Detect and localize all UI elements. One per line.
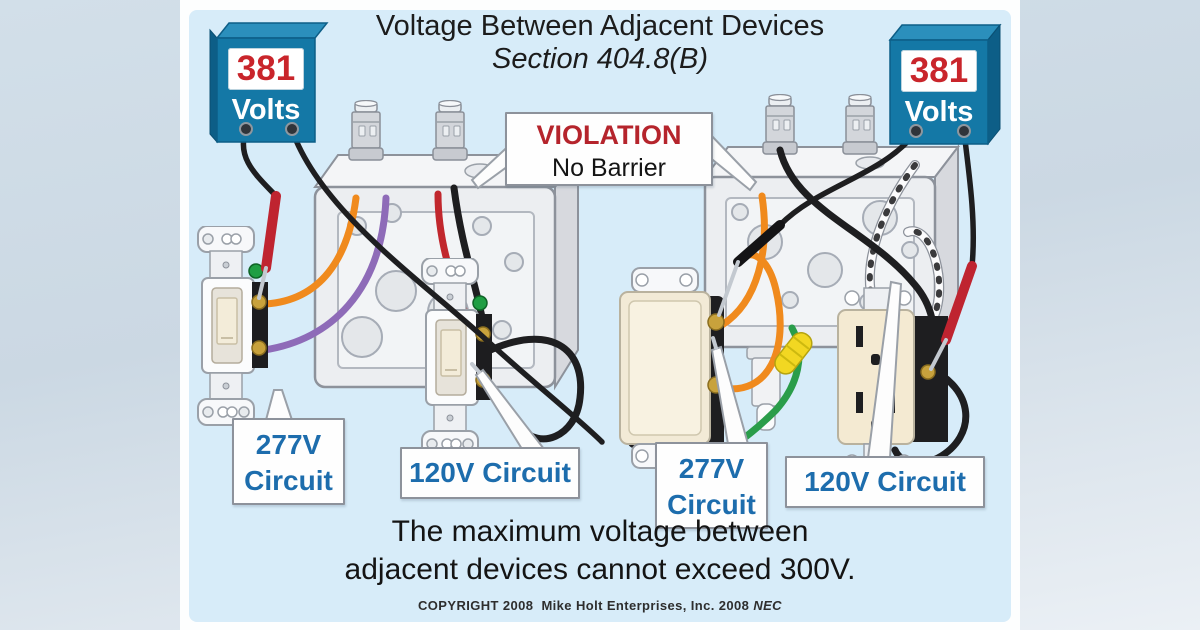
black-probe-sleeve-right xyxy=(733,220,785,267)
note-line-2: adjacent devices cannot exceed 300V. xyxy=(344,553,856,586)
probe-tip xyxy=(929,338,948,371)
conduit-connector xyxy=(843,95,877,155)
toggle-switch-277v-left xyxy=(197,226,269,426)
callout-right-277v-circuit: 277V Circuit xyxy=(655,442,768,529)
test-leads xyxy=(240,127,977,445)
red-probe-sleeve-right xyxy=(941,261,977,345)
nec-reference: NEC xyxy=(753,598,782,613)
callout-left-277v-circuit: 277V Circuit xyxy=(232,418,345,505)
left-277-tail xyxy=(264,389,294,421)
red-probe-sleeve-left xyxy=(261,191,281,273)
callout-text: Circuit xyxy=(244,465,333,496)
probe-tip xyxy=(717,260,740,317)
right-meter-lead-1 xyxy=(777,129,919,228)
callout-text: 120V Circuit xyxy=(409,457,571,488)
left-meter-reading: 381 xyxy=(228,48,304,90)
conduit-connector xyxy=(349,101,383,161)
wire-purple-left xyxy=(260,194,390,354)
yellow-wire-nut xyxy=(774,332,813,375)
callout-text: 120V Circuit xyxy=(804,466,966,497)
violation-heading: VIOLATION xyxy=(536,120,682,150)
wire-black-left-b xyxy=(482,335,585,443)
violation-callout: VIOLATION No Barrier xyxy=(505,112,713,186)
conduit-connector xyxy=(763,95,797,155)
left-meter-unit: Volts xyxy=(231,94,301,126)
right-meter-unit: Volts xyxy=(904,96,974,128)
right-meter-reading: 381 xyxy=(901,50,977,92)
conduit-connector xyxy=(433,101,467,161)
violation-detail: No Barrier xyxy=(552,154,666,182)
decorator-switch-277v-right xyxy=(619,267,725,469)
rule-note: The maximum voltage between adjacent dev… xyxy=(180,513,1020,589)
callout-text: 277V xyxy=(678,453,745,484)
probe-tip xyxy=(257,266,268,300)
copyright-text: COPYRIGHT 2008 Mike Holt Enterprises, In… xyxy=(418,598,754,613)
page-title: Voltage Between Adjacent Devices Section… xyxy=(180,10,1020,76)
callout-text: Circuit xyxy=(667,489,756,520)
note-line-1: The maximum voltage between xyxy=(391,515,809,548)
callout-right-120v-circuit: 120V Circuit xyxy=(785,456,985,508)
diagram-panel: Voltage Between Adjacent Devices Section… xyxy=(180,0,1020,630)
wire-orange-right-b xyxy=(718,251,784,393)
callout-left-120v-circuit: 120V Circuit xyxy=(400,447,580,499)
copyright-line: COPYRIGHT 2008 Mike Holt Enterprises, In… xyxy=(180,598,1020,613)
title-section-reference: Section 404.8(B) xyxy=(491,43,708,75)
wire-orange-right-a xyxy=(718,192,768,329)
callout-text: 277V xyxy=(255,429,322,460)
right-meter-lead-2 xyxy=(961,129,977,269)
left-meter-lead-2 xyxy=(289,127,605,445)
title-line-1: Voltage Between Adjacent Devices xyxy=(375,10,825,42)
